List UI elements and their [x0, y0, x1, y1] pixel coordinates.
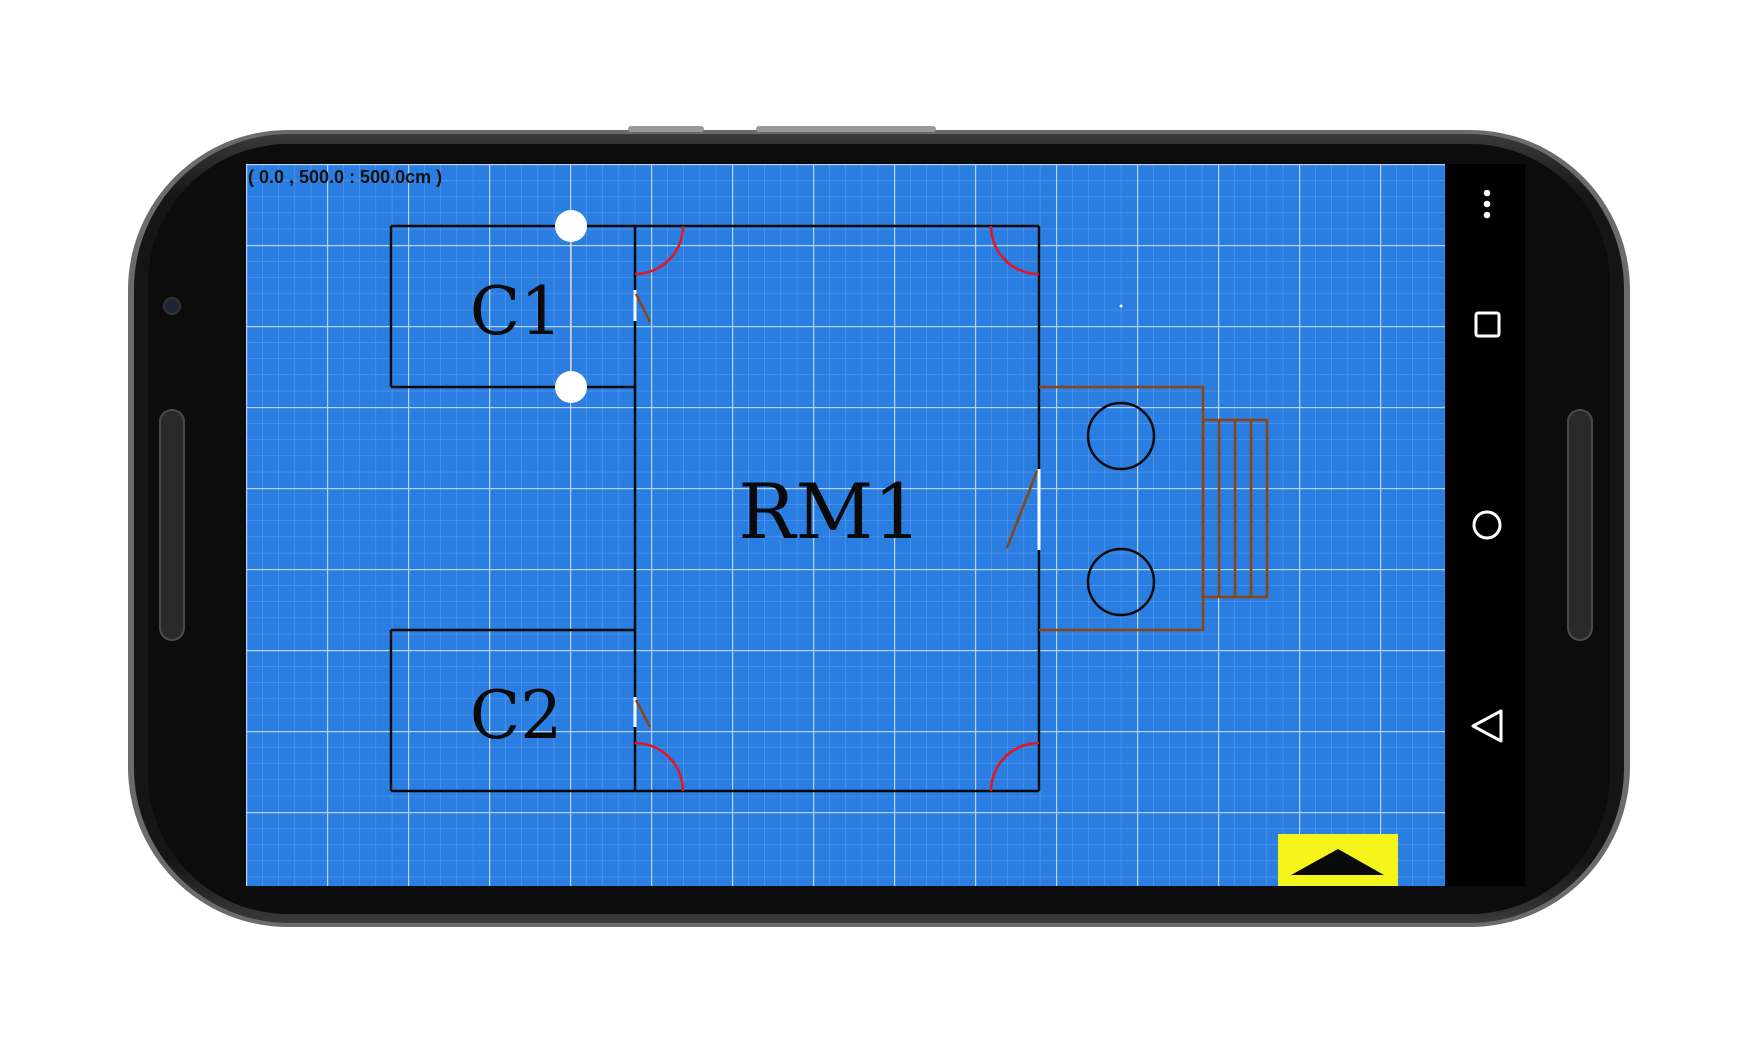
- power-button: [756, 126, 936, 132]
- porch[interactable]: [1039, 385, 1269, 632]
- room-label-rm1: RM1: [738, 467, 921, 556]
- room-label-c1: C1: [470, 273, 563, 350]
- left-speaker: [159, 409, 185, 641]
- door-main[interactable]: [1005, 469, 1041, 550]
- android-nav-bar: [1445, 164, 1525, 886]
- door-c2[interactable]: [633, 697, 652, 728]
- room-c1-walls[interactable]: [389, 224, 635, 389]
- selection-handle-top[interactable]: [555, 210, 587, 242]
- corner-arc-top-right: [989, 225, 1040, 276]
- room-label-c2: C2: [470, 677, 563, 754]
- room-c2-walls[interactable]: [389, 628, 635, 793]
- right-speaker: [1567, 409, 1593, 641]
- volume-button: [628, 126, 704, 132]
- three-dots-vertical-icon[interactable]: [1483, 189, 1491, 219]
- circle-icon[interactable]: [1472, 510, 1502, 540]
- porch-column-top: [1086, 401, 1156, 471]
- coordinate-readout: ( 0.0 , 500.0 : 500.0cm ): [248, 167, 442, 187]
- expand-toolbar-button[interactable]: [1278, 834, 1398, 886]
- corner-arc-bottom-right: [989, 741, 1040, 792]
- wall-selection[interactable]: [555, 210, 587, 403]
- square-icon[interactable]: [1474, 311, 1501, 338]
- triangle-left-icon[interactable]: [1471, 709, 1503, 743]
- blueprint-canvas[interactable]: ( 0.0 , 500.0 : 500.0cm ): [246, 164, 1445, 886]
- grid-marker: [1119, 304, 1123, 308]
- front-camera-icon: [163, 297, 181, 315]
- porch-column-bottom: [1086, 547, 1156, 617]
- triangle-up-icon: [1291, 849, 1384, 875]
- door-c1[interactable]: [633, 290, 652, 323]
- selection-handle-bottom[interactable]: [555, 371, 587, 403]
- corner-arcs: [634, 225, 1040, 792]
- corner-arc-top-left: [634, 225, 685, 276]
- corner-arc-bottom-left: [634, 741, 685, 792]
- porch-columns[interactable]: [1086, 401, 1156, 617]
